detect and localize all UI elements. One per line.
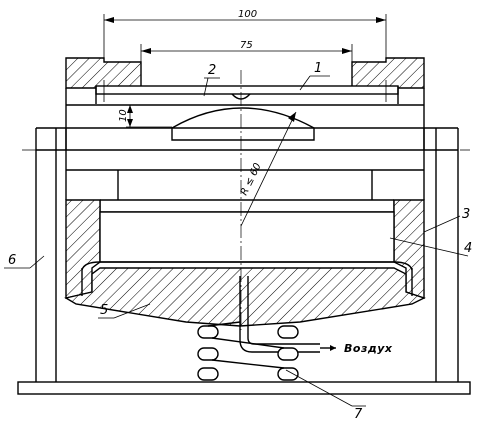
label-part-7: 7: [354, 407, 363, 422]
part-1-membrane: [95, 80, 399, 104]
dimension-75: 75: [140, 40, 353, 64]
dimension-10-label: 10: [118, 109, 129, 122]
label-part-1: 1: [314, 61, 322, 76]
label-part-6: 6: [8, 253, 16, 268]
part-2-lens: [171, 107, 315, 141]
label-part-4: 4: [464, 241, 472, 256]
dimension-100: 100: [103, 9, 387, 58]
air-inlet-arrow: Воздух: [320, 342, 393, 355]
label-part-2: 2: [208, 63, 216, 78]
label-part-5: 5: [100, 303, 108, 318]
dimension-100-label: 100: [238, 9, 257, 20]
part-5-piston: [64, 261, 426, 327]
bolt-axes: [22, 128, 470, 151]
part-6-frame: [17, 127, 471, 395]
dimension-10: 10: [118, 104, 172, 128]
top-clamp-ring: [65, 57, 425, 106]
part-labels: 1 2 3 4 5 6 7: [4, 61, 472, 422]
radius-label: R ≤ 60: [239, 162, 264, 198]
label-part-3: 3: [462, 207, 470, 222]
air-label: Воздух: [344, 342, 393, 355]
part-4-inner-body: [99, 211, 395, 263]
dimension-75-label: 75: [240, 40, 253, 51]
coil-spring: [197, 321, 299, 381]
